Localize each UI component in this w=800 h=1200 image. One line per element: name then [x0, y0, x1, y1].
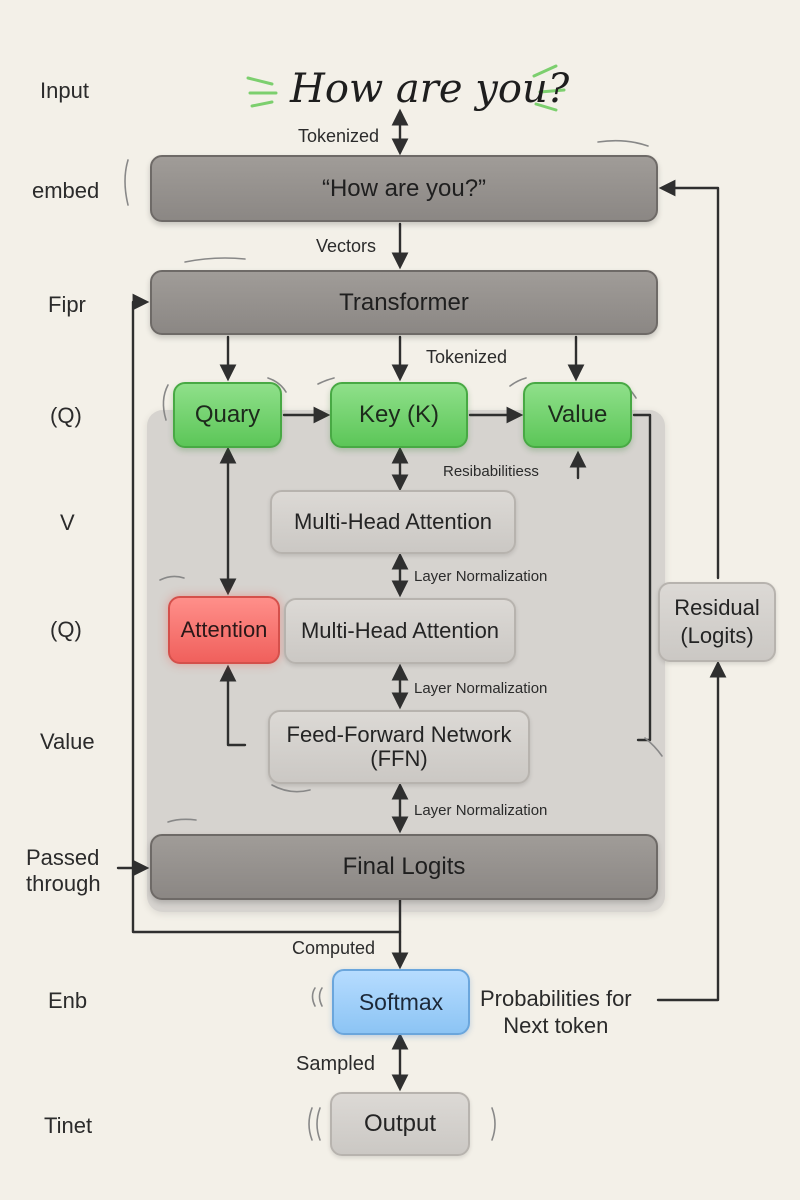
edge-label-tokenized-top: Tokenized	[298, 126, 380, 146]
multi-head-attention-2: Multi-Head Attention	[284, 598, 516, 664]
edge-label-probabilities: Probabilities for Next token	[480, 986, 632, 1038]
edge-label-computed: Computed	[292, 938, 376, 958]
edge-label-layer-norm-3: Layer Normalization	[414, 802, 548, 819]
output-box: Output	[330, 1092, 470, 1156]
arrow-ffn-attention	[219, 664, 247, 747]
row-label-fipr: Fipr	[48, 292, 86, 317]
value-box: Value	[523, 382, 632, 448]
final-logits-box: Final Logits	[150, 834, 658, 900]
embed-box: “How are you?”	[150, 155, 658, 222]
row-label-input: Input	[40, 78, 89, 103]
multi-head-attention-1: Multi-Head Attention	[270, 490, 516, 554]
key-box: Key (K)	[330, 382, 468, 448]
softmax-box: Softmax	[332, 969, 470, 1035]
sketch-strokes	[124, 139, 663, 1141]
row-label-passed-through: Passed through	[26, 845, 101, 896]
row-label-v: V	[60, 510, 75, 535]
edge-label-layer-norm-1: Layer Normalization	[414, 568, 548, 585]
row-label-q2: (Q)	[50, 617, 82, 642]
input-text-title: How are you?	[290, 66, 570, 112]
query-box: Quary	[173, 382, 282, 448]
edge-label-resibabilitiess: Resibabilitiess	[443, 463, 539, 480]
value-side-bracket	[632, 413, 652, 742]
arrow-prob-residual	[656, 660, 727, 1002]
arrow-residual-embed	[658, 179, 720, 580]
edge-label-sampled: Sampled	[296, 1053, 375, 1075]
row-label-tinet: Tinet	[44, 1113, 93, 1138]
edge-label-vectors: Vectors	[316, 236, 377, 256]
sparkle-marks	[246, 64, 566, 112]
edge-label-tokenized-mid: Tokenized	[426, 347, 508, 367]
row-label-enb: Enb	[48, 988, 88, 1013]
transformer-box: Transformer	[150, 270, 658, 335]
attention-box: Attention	[168, 596, 280, 664]
residual-box: Residual (Logits)	[658, 582, 776, 662]
row-label-value: Value	[40, 729, 95, 754]
row-label-embed: embed	[32, 178, 100, 203]
row-label-q1: (Q)	[50, 403, 82, 428]
edge-label-layer-norm-2: Layer Normalization	[414, 680, 548, 697]
arrow-loop-left	[131, 293, 402, 934]
ffn-box: Feed-Forward Network (FFN)	[268, 710, 530, 784]
